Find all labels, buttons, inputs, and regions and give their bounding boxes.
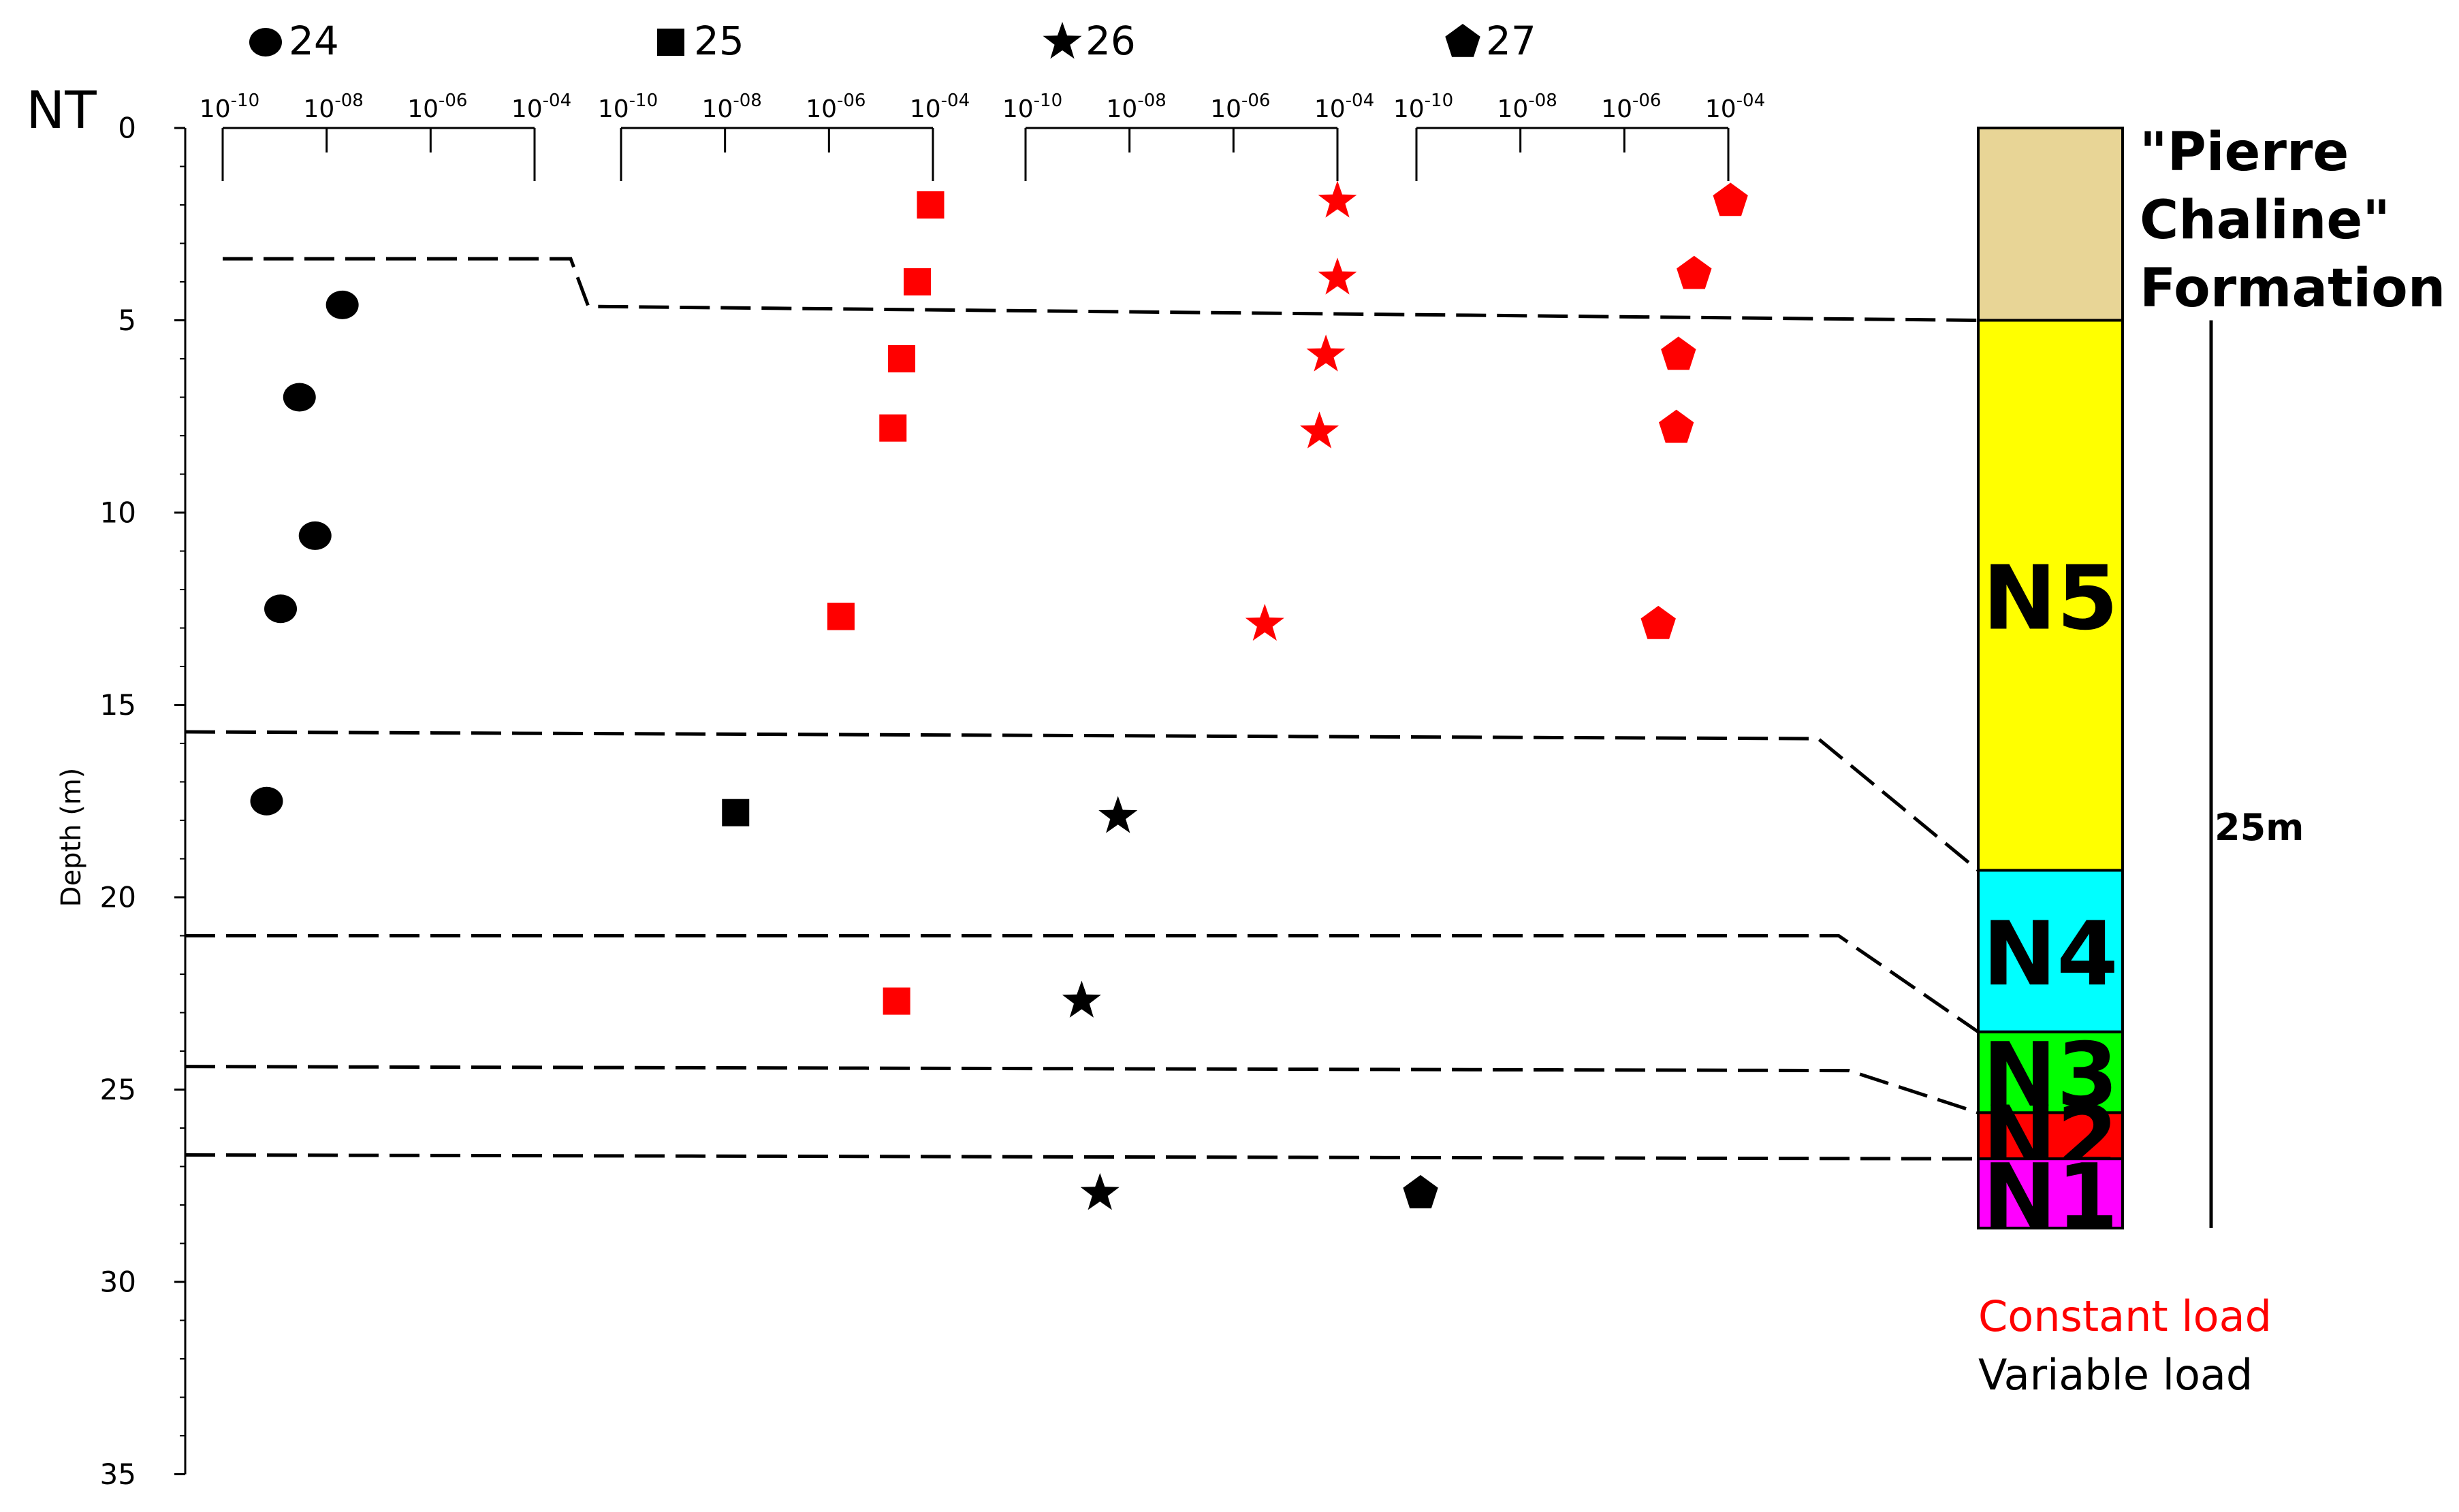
k-tick-label: 10-06 bbox=[1601, 91, 1661, 123]
depth-tick-label: 5 bbox=[118, 304, 136, 337]
data-point bbox=[283, 383, 316, 412]
data-point bbox=[1300, 411, 1339, 449]
well-header-label: 26 bbox=[1085, 18, 1136, 64]
well-header-label: 25 bbox=[694, 18, 744, 64]
data-point bbox=[1080, 1173, 1120, 1210]
formation-label-line: Formation bbox=[2140, 258, 2445, 319]
legend-star-icon bbox=[1043, 22, 1082, 59]
scale-bar-label: 25m bbox=[2215, 806, 2304, 849]
layer-block bbox=[1977, 869, 2124, 1033]
well-header-label: 27 bbox=[1486, 18, 1536, 64]
well-header-label: 24 bbox=[289, 18, 339, 64]
layer-boundary-line bbox=[185, 1065, 1979, 1114]
k-tick-label: 10-04 bbox=[511, 91, 571, 123]
data-points bbox=[250, 180, 1748, 1210]
layer-label: N3 bbox=[1982, 1023, 2118, 1127]
depth-axis-title: NT bbox=[26, 80, 97, 140]
depth-tick-label: 10 bbox=[100, 496, 136, 530]
layer-block bbox=[1977, 1111, 2124, 1161]
k-tick-label: 10-10 bbox=[1002, 91, 1062, 123]
data-point bbox=[917, 191, 945, 219]
scale-bar: 25m bbox=[2209, 320, 2304, 1228]
layer-boundary-line bbox=[185, 1153, 1979, 1161]
data-point bbox=[298, 521, 332, 550]
data-point bbox=[1318, 180, 1357, 218]
legend-pentagon-icon bbox=[1445, 24, 1480, 57]
k-tick-label: 10-08 bbox=[1107, 91, 1167, 123]
k-tick-label: 10-10 bbox=[1393, 91, 1453, 123]
data-point bbox=[1318, 257, 1357, 295]
data-point bbox=[326, 290, 359, 319]
data-point bbox=[1306, 334, 1346, 372]
layer-label: N4 bbox=[1982, 902, 2118, 1006]
data-point bbox=[1245, 603, 1284, 641]
data-point bbox=[1098, 796, 1138, 833]
layer-label: N5 bbox=[1982, 546, 2118, 649]
data-point bbox=[722, 799, 750, 826]
legend-square-icon bbox=[657, 29, 684, 56]
k-tick-label: 10-06 bbox=[1210, 91, 1270, 123]
k-tick-label: 10-10 bbox=[598, 91, 658, 123]
layer-boundary-line bbox=[185, 730, 1980, 872]
permeability-axes: 10-10 10-08 10-06 10-04 10-10 10-08 10-06 10-04… bbox=[200, 91, 1765, 181]
depth-axis-label: Depth (m) bbox=[56, 768, 87, 907]
layer-block bbox=[1977, 1030, 2124, 1114]
data-point bbox=[1640, 605, 1676, 639]
depth-tick-label: 0 bbox=[118, 112, 136, 145]
data-point bbox=[879, 414, 907, 442]
data-point bbox=[904, 268, 932, 295]
layer-block bbox=[1977, 319, 2124, 872]
depth-tick-label: 25 bbox=[100, 1073, 136, 1106]
layer-boundary-line bbox=[185, 934, 1980, 1033]
k-tick-label: 10-06 bbox=[407, 91, 467, 123]
data-point bbox=[1403, 1175, 1438, 1208]
layer-label: N1 bbox=[1982, 1144, 2118, 1248]
data-point bbox=[1661, 336, 1696, 370]
depth-tick-label: 30 bbox=[100, 1266, 136, 1299]
data-point bbox=[1659, 409, 1694, 443]
legend-circle-icon bbox=[249, 28, 282, 57]
k-tick-label: 10-08 bbox=[304, 91, 364, 123]
k-tick-label: 10-08 bbox=[702, 91, 762, 123]
formation-label-line: Chaline" bbox=[2140, 190, 2390, 251]
well-headers: 24 25 26 27 bbox=[249, 18, 1536, 64]
legend-entry: Variable load bbox=[1978, 1350, 2253, 1400]
layer-block bbox=[1977, 1157, 2124, 1229]
depth-tick-label: 20 bbox=[100, 881, 136, 914]
data-point bbox=[264, 594, 298, 624]
formation-label-line: "Pierre bbox=[2140, 122, 2349, 183]
k-tick-label: 10-10 bbox=[200, 91, 259, 123]
layer-block bbox=[1977, 127, 2124, 322]
k-tick-label: 10-08 bbox=[1497, 91, 1557, 123]
layer-boundaries bbox=[185, 257, 1980, 1161]
data-point bbox=[1677, 255, 1712, 289]
depth-axis: NT Depth (m) 0 5 10 15 20 25 30 35 bbox=[26, 80, 187, 1491]
data-point bbox=[1713, 182, 1748, 216]
depth-tick-label: 35 bbox=[100, 1458, 136, 1491]
k-tick-label: 10-04 bbox=[1705, 91, 1765, 123]
legend-entry: Constant load bbox=[1978, 1291, 2272, 1341]
k-tick-label: 10-04 bbox=[910, 91, 970, 123]
data-point bbox=[1062, 980, 1101, 1018]
data-point bbox=[883, 987, 910, 1015]
k-tick-label: 10-04 bbox=[1314, 91, 1374, 123]
data-point bbox=[827, 602, 855, 630]
data-point bbox=[888, 345, 916, 372]
depth-tick-label: 15 bbox=[100, 688, 136, 722]
k-tick-label: 10-06 bbox=[806, 91, 866, 123]
data-point bbox=[250, 786, 283, 816]
layer-boundary-line bbox=[223, 257, 1979, 322]
